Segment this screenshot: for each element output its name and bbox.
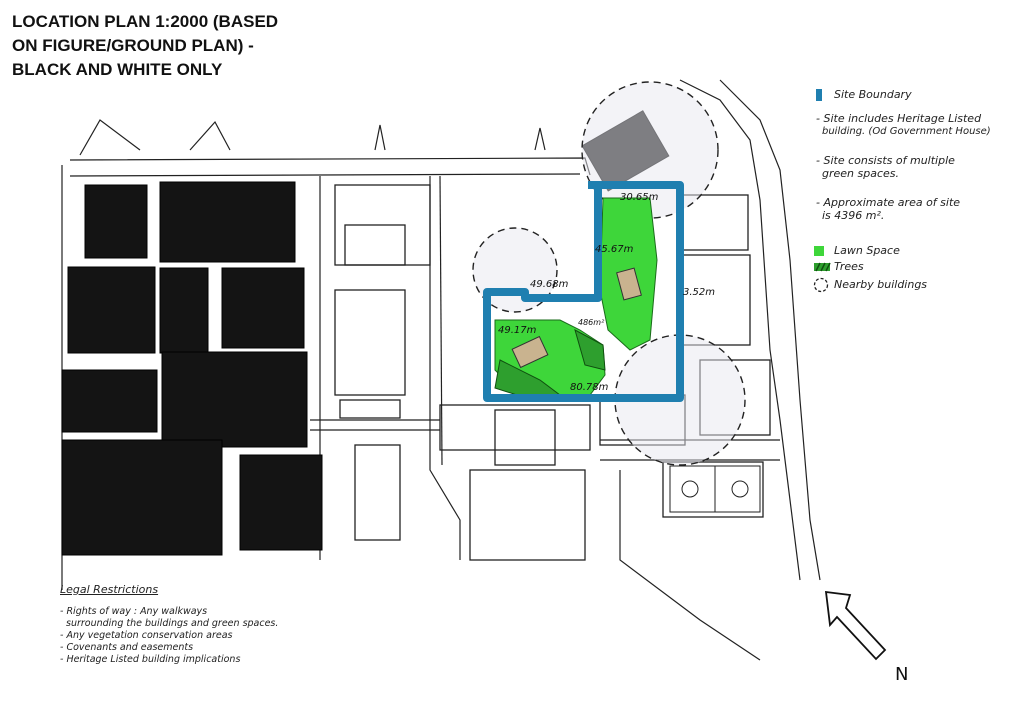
legal-restrictions: Legal Restrictions - Rights of way : Any…	[60, 583, 360, 666]
north-arrow: N	[824, 590, 908, 685]
legend-green-line-1: - Site consists of multiple	[816, 154, 955, 167]
legend-green-line-2: green spaces.	[822, 167, 900, 180]
dimension-north: 30.65m	[620, 192, 659, 203]
map-legend: Site Boundary - Site includes Heritage L…	[812, 88, 1017, 293]
legal-item: - Rights of way : Any walkways	[60, 606, 208, 617]
title-line-2: ON FIGURE/GROUND PLAN) -	[12, 36, 254, 55]
heritage-buildings	[511, 267, 642, 369]
legend-area-line-2: is 4396 m².	[822, 209, 885, 222]
plan-title: LOCATION PLAN 1:2000 (BASED ON FIGURE/GR…	[12, 10, 342, 82]
legal-item: - Any vegetation conservation areas	[60, 630, 233, 641]
legend-heritage-line-1: - Site includes Heritage Listed	[816, 112, 982, 125]
lawn-swatch	[814, 246, 824, 256]
site-boundary	[483, 181, 684, 402]
dimension-south: 80.78m	[570, 382, 609, 393]
legend-area-line-1: - Approximate area of site	[816, 196, 961, 209]
sports-court	[669, 465, 761, 513]
dimension-west: 49.68m	[530, 279, 569, 290]
legal-item: - Covenants and easements	[60, 642, 194, 653]
title-line-3: BLACK AND WHITE ONLY	[12, 60, 223, 79]
dimension-east: 3.52m	[683, 287, 715, 298]
site-boundary-swatch	[816, 89, 822, 101]
legal-item: surrounding the buildings and green spac…	[66, 618, 279, 629]
title-line-1: LOCATION PLAN 1:2000 (BASED	[12, 12, 279, 31]
legend-nearby-buildings: Nearby buildings	[834, 278, 928, 291]
legal-item: - Heritage Listed building implications	[60, 654, 241, 665]
trees-swatch	[814, 262, 831, 272]
legend-heritage-line-2: building. (Od Government House)	[822, 126, 991, 137]
nearby-buildings-swatch	[813, 277, 829, 293]
legend-trees: Trees	[834, 260, 864, 273]
area-label: 486m²	[578, 318, 605, 327]
dimension-south-west: 49.17m	[498, 325, 537, 336]
legal-heading: Legal Restrictions	[60, 583, 159, 596]
north-label: N	[895, 664, 908, 685]
legend-site-boundary: Site Boundary	[834, 88, 912, 101]
legend-lawn: Lawn Space	[834, 244, 900, 257]
dimension-east-upper: 45.67m	[595, 244, 634, 255]
